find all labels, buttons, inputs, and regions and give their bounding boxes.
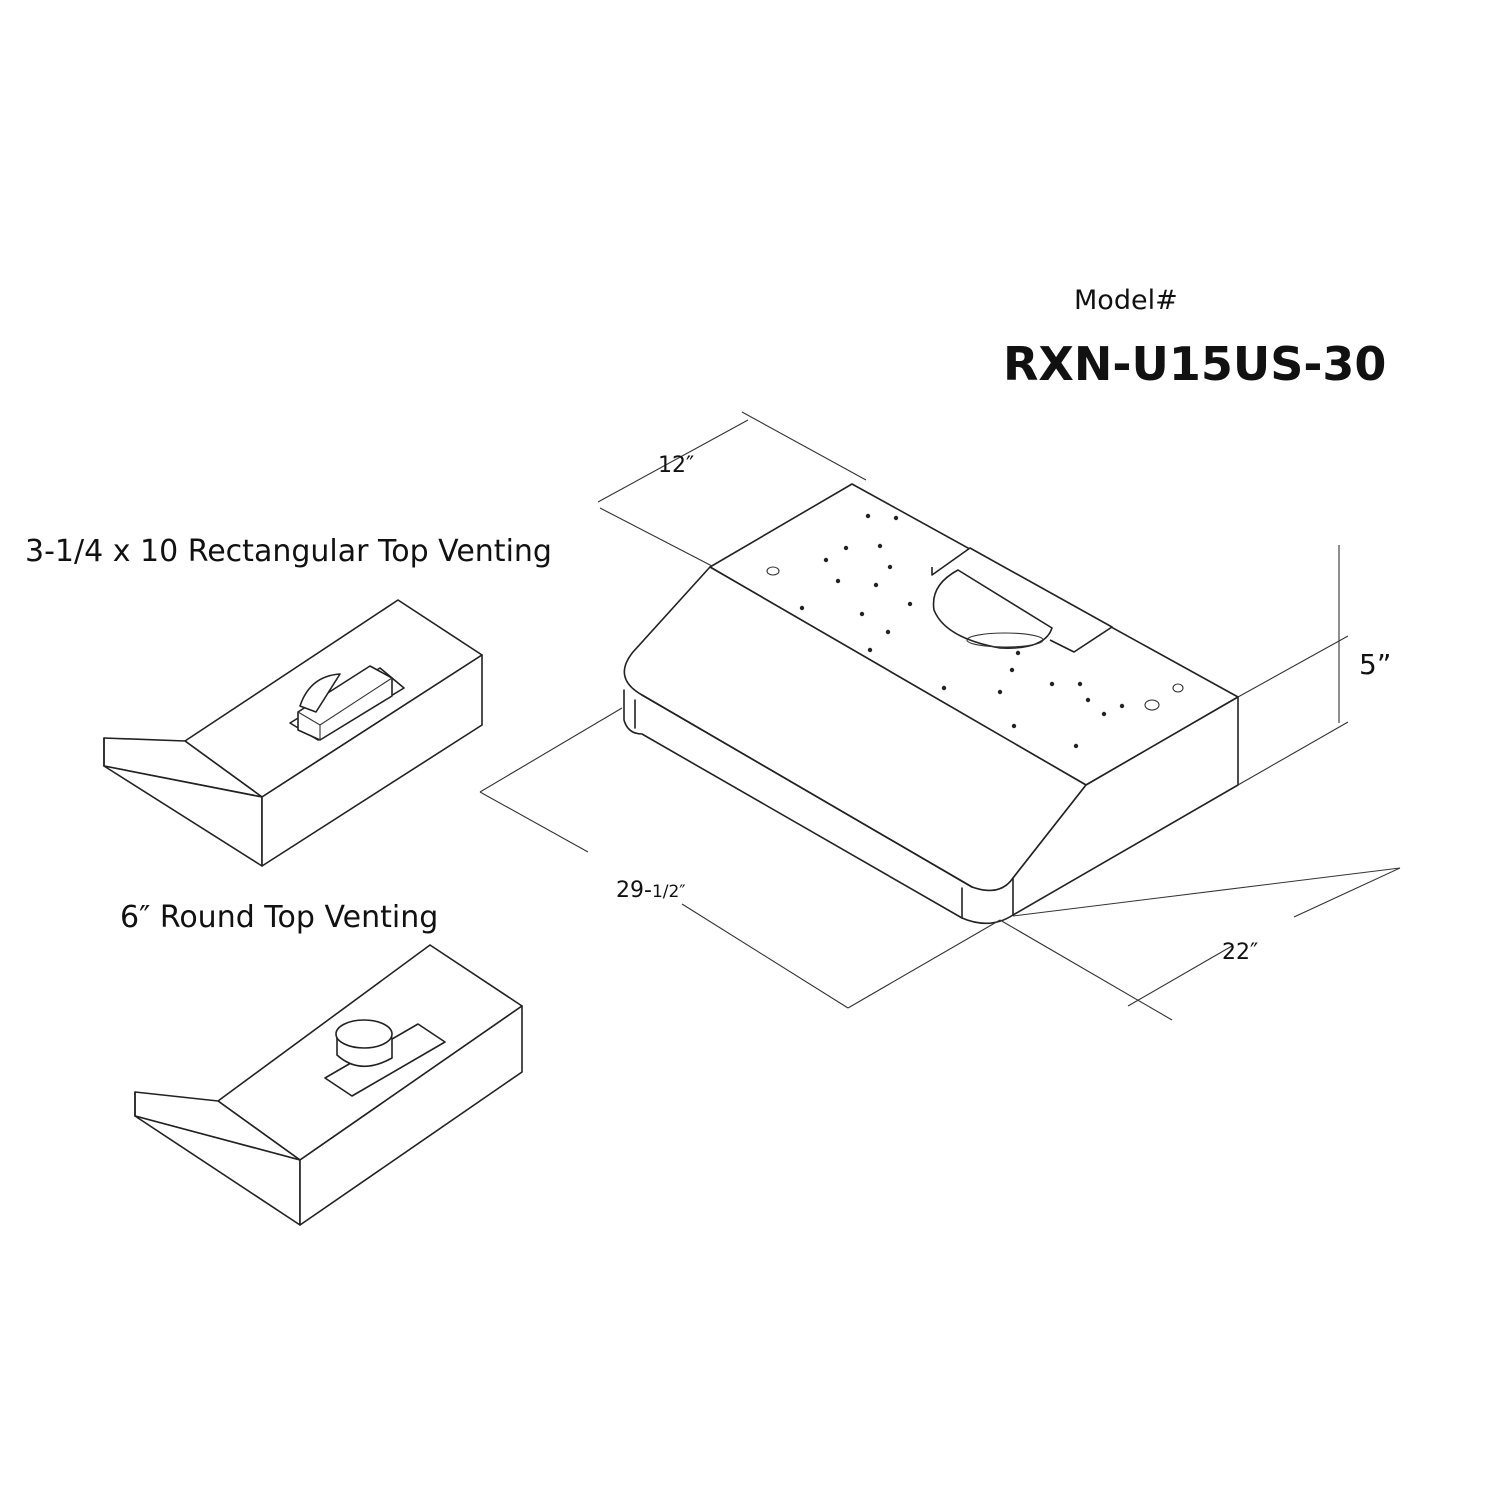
dimension-width-fraction: 1/2″ xyxy=(652,882,686,902)
round-duct-opening xyxy=(932,569,1053,649)
dimension-height: 5” xyxy=(1359,648,1391,681)
model-number: RXN-U15US-30 xyxy=(1003,337,1386,391)
rectangular-venting-caption: 3-1/4 x 10 Rectangular Top Venting xyxy=(25,534,552,569)
dimension-depth-full: 22″ xyxy=(1222,940,1258,965)
dimension-depth-top: 12″ xyxy=(658,453,694,478)
mounting-holes xyxy=(766,513,1184,749)
rect-hood-right xyxy=(261,654,483,867)
rectangular-venting-hood xyxy=(103,599,483,867)
rect-duct-collar xyxy=(297,665,393,741)
round-hood-right xyxy=(299,1005,523,1226)
main-range-hood xyxy=(623,483,1239,925)
round-duct-opening-top xyxy=(335,1019,393,1049)
dimension-lines xyxy=(479,411,1401,1021)
round-venting-caption: 6″ Round Top Venting xyxy=(120,900,438,935)
model-label: Model# xyxy=(1074,285,1178,316)
dimension-width-main: 29- xyxy=(616,878,652,903)
dimension-width: 29-1/2″ xyxy=(616,878,686,903)
duct-mounting-plate xyxy=(931,547,1113,653)
round-venting-hood xyxy=(134,944,523,1226)
hood-right-panel xyxy=(1012,696,1239,916)
